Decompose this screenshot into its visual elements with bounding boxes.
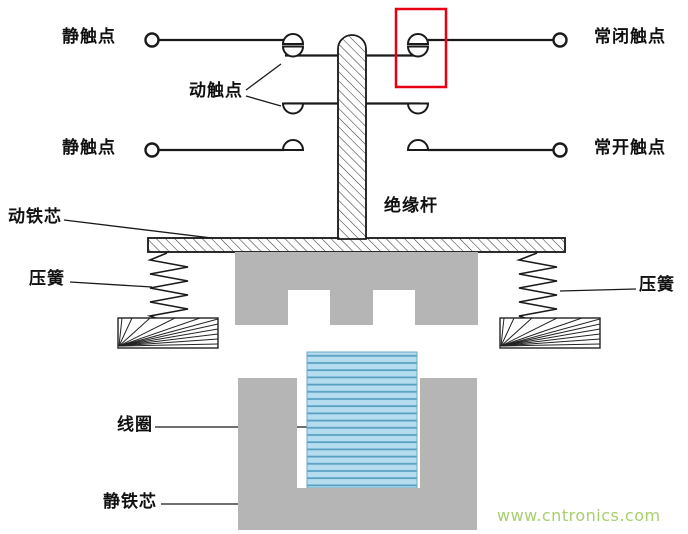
watermark: www.cntronics.com	[497, 506, 661, 525]
label-coil: 线圈	[117, 415, 153, 435]
moving-contact-upper-right	[406, 45, 430, 58]
terminal-top-right	[552, 32, 568, 48]
label-spring-right: 压簧	[639, 275, 675, 295]
label-insulating-rod: 绝缘杆	[384, 196, 438, 216]
support-block-right	[499, 317, 601, 349]
compression-spring-right	[516, 252, 558, 323]
leader-spring-right	[559, 288, 637, 292]
insulating-rod	[337, 34, 367, 240]
armature-plate	[147, 237, 566, 253]
static-iron-core-block	[238, 378, 477, 530]
label-spring-left: 压簧	[29, 269, 65, 289]
leader-spring-left	[69, 281, 153, 288]
label-normally-open-contact: 常开触点	[594, 138, 666, 158]
label-static-contact-top: 静触点	[62, 27, 116, 47]
static-contact-lower-left	[281, 139, 305, 151]
terminal-bottom-right	[552, 142, 568, 158]
static-contact-lower-right	[406, 139, 430, 151]
leader-moving-contact-lower	[245, 95, 282, 107]
static-contact-upper-right	[406, 33, 430, 45]
moving-contact-upper-left	[281, 45, 305, 58]
label-moving-contact: 动触点	[189, 81, 243, 101]
static-contact-upper-left	[281, 33, 305, 45]
highlight-box	[394, 7, 448, 89]
contact-points	[281, 33, 430, 151]
label-normally-closed-contact: 常闭触点	[594, 27, 666, 47]
leader-moving-contact-upper	[245, 63, 282, 91]
label-static-contact-bottom: 静触点	[62, 138, 116, 158]
terminal-bottom-left	[144, 142, 160, 158]
moving-contact-lower-left	[281, 102, 305, 115]
terminals	[144, 32, 568, 158]
label-static-iron-core: 静铁芯	[103, 492, 157, 512]
coil-winding	[306, 351, 418, 489]
moving-iron-core-block	[235, 252, 478, 325]
moving-contact-lower-right	[406, 102, 430, 115]
springs	[146, 252, 558, 323]
compression-spring-left	[146, 252, 189, 323]
support-block-left	[117, 317, 219, 349]
terminal-top-left	[144, 32, 160, 48]
label-moving-iron-core: 动铁芯	[8, 207, 62, 227]
